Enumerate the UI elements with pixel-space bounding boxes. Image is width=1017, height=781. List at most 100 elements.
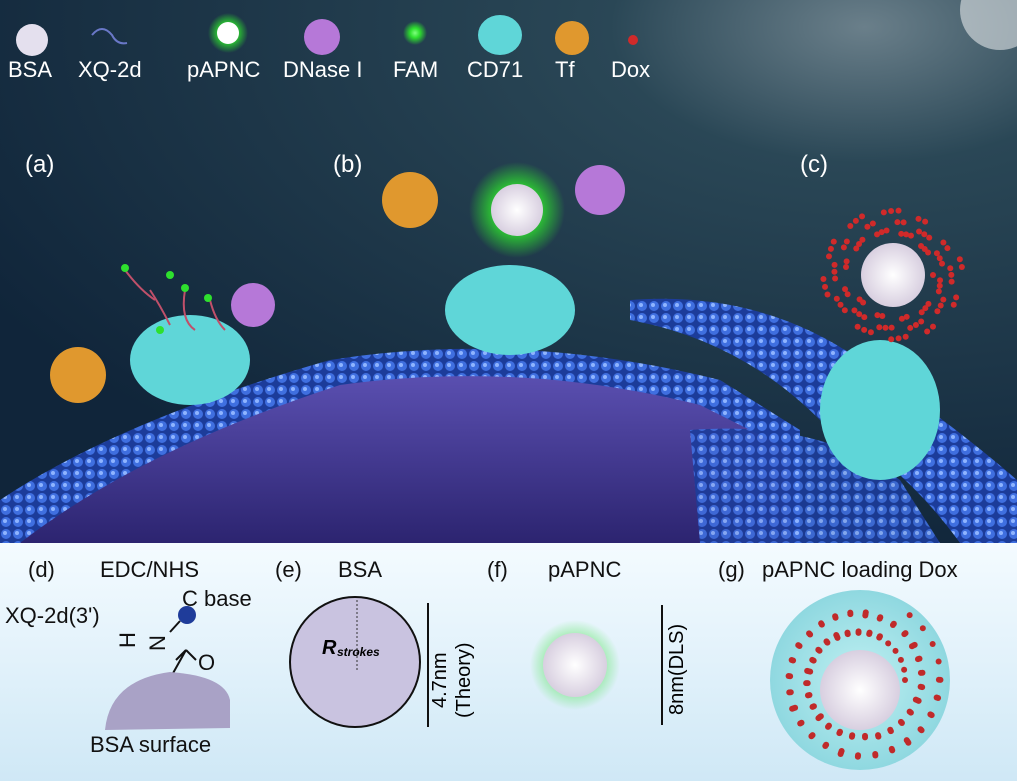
- dox-dot: [876, 634, 883, 641]
- base-label: C base: [182, 586, 252, 611]
- dox-dot: [936, 255, 943, 262]
- bsa-surface: [105, 672, 230, 730]
- dox-dot: [807, 668, 814, 675]
- dox-dot: [912, 696, 919, 703]
- cd71-icon: [478, 15, 522, 55]
- dox-dot: [892, 647, 899, 654]
- dox-dot: [792, 704, 799, 711]
- dox-dot: [927, 711, 934, 718]
- size-note: (Theory): [453, 642, 475, 718]
- papnc-nanoparticle: [491, 184, 543, 236]
- bsa-sphere: [289, 596, 421, 728]
- dox-dot: [838, 748, 845, 755]
- dox-dot: [898, 315, 905, 322]
- dox-dot: [958, 264, 965, 271]
- dox-dot: [903, 313, 910, 320]
- dox-dot: [825, 722, 832, 729]
- dox-dot: [864, 223, 871, 230]
- dox-dot: [816, 647, 823, 654]
- dox-dot: [901, 666, 908, 673]
- dox-dot: [929, 323, 936, 330]
- dox-dot: [929, 641, 936, 648]
- dox-dot: [895, 207, 902, 214]
- atom-h: H: [115, 632, 140, 648]
- tf-icon: [555, 21, 589, 55]
- dox-dot: [872, 750, 879, 757]
- dox-dot: [831, 268, 838, 275]
- cell-membrane: [0, 298, 1017, 543]
- dox-dot: [925, 300, 932, 307]
- dox-dot: [859, 236, 866, 243]
- dox-dot: [837, 301, 844, 308]
- dox-dot: [902, 333, 909, 340]
- dox-dot: [935, 288, 942, 295]
- dox-dot: [837, 728, 844, 735]
- dox-dot: [948, 278, 955, 285]
- panel-label-f: (f): [487, 557, 508, 582]
- dox-dot: [907, 324, 914, 331]
- dox-dot: [861, 314, 868, 321]
- dox-dot: [843, 258, 850, 265]
- dox-dot: [947, 265, 954, 272]
- dox-dot: [818, 621, 825, 628]
- dox-dot: [921, 231, 928, 238]
- dox-dot: [933, 694, 940, 701]
- dox-dot: [859, 213, 866, 220]
- dox-dot: [902, 677, 908, 683]
- dox-dot: [897, 718, 904, 725]
- dox-dot: [956, 256, 963, 263]
- dox-dot: [922, 305, 929, 312]
- panel-g-title: pAPNC loading Dox: [762, 557, 958, 582]
- dox-dot: [840, 244, 847, 251]
- cd71-receptor: [820, 340, 940, 480]
- cd71-receptor: [445, 265, 575, 355]
- dox-dot: [888, 745, 895, 752]
- dox-dot: [888, 208, 895, 215]
- dox-dot: [948, 271, 955, 278]
- tf-molecule: [382, 172, 438, 228]
- dox-dot: [827, 245, 834, 252]
- legend-label: FAM: [393, 57, 438, 82]
- dox-dot: [940, 239, 947, 246]
- dox-dot: [937, 277, 944, 284]
- dox-dot: [878, 229, 885, 236]
- dox-dot: [918, 243, 925, 250]
- dox-dot: [950, 301, 957, 308]
- dox-dot: [804, 680, 811, 687]
- dox-dot: [843, 238, 850, 245]
- cd71-receptor: [130, 315, 250, 405]
- dox-dot: [903, 231, 910, 238]
- fam-icon: [403, 21, 427, 45]
- dox-dot: [844, 291, 851, 298]
- c-base-atom: [178, 606, 196, 624]
- size-label: 4.7nm: [429, 652, 451, 708]
- dox-dot: [847, 611, 854, 618]
- dox-dot: [900, 219, 907, 226]
- dox-dot: [885, 640, 892, 647]
- papnc-sphere: [543, 633, 607, 697]
- panel-f-title: pAPNC: [548, 557, 621, 582]
- dox-dot: [930, 272, 936, 278]
- dox-dot: [889, 621, 896, 628]
- dox-dot: [876, 324, 883, 331]
- dox-dot: [908, 643, 915, 650]
- dox-dot: [906, 708, 913, 715]
- dox-dot: [824, 639, 831, 646]
- dox-dot: [842, 286, 849, 293]
- dls-size-label: 8nm(DLS): [666, 624, 688, 715]
- dox-dot: [832, 614, 839, 621]
- dox-dot: [919, 625, 926, 632]
- dox-dot: [933, 250, 940, 257]
- dox-dot: [830, 238, 837, 245]
- dox-dot: [935, 676, 942, 683]
- dox-dot: [809, 732, 816, 739]
- dox-dot: [937, 302, 944, 309]
- dox-dot: [843, 263, 850, 270]
- dox-dot: [856, 311, 863, 318]
- dox-dot: [862, 732, 869, 739]
- dox-dot: [855, 629, 862, 636]
- dox-dot: [922, 218, 929, 225]
- dox-dot: [851, 307, 858, 314]
- dox-dot: [825, 253, 832, 260]
- dox-dot: [903, 737, 910, 744]
